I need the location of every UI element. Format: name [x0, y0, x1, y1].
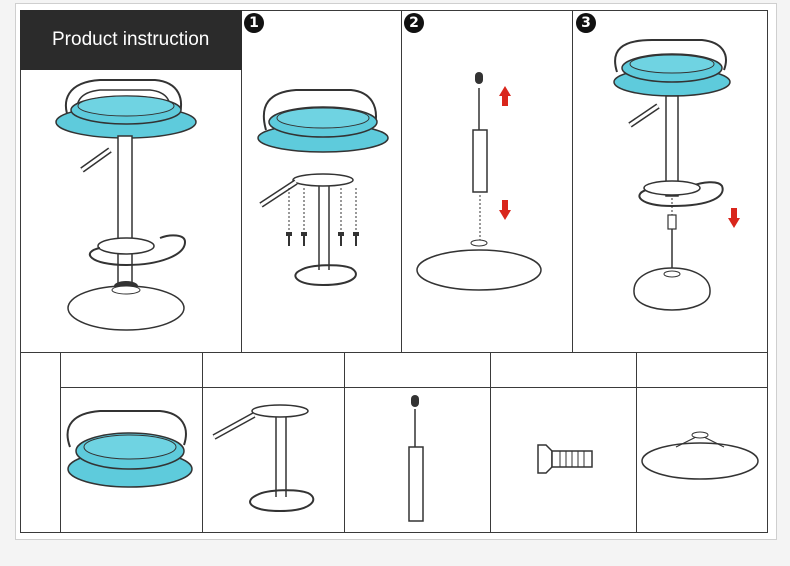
step-2-illustration [416, 72, 542, 291]
part-cell-4-header [490, 352, 637, 388]
step-1-illustration [257, 89, 389, 287]
part-cell-1-header [60, 352, 203, 388]
base-plate-icon [641, 431, 759, 480]
part-cell-3-header [344, 352, 491, 388]
step-number-1: 1 [244, 13, 264, 33]
step-number-2: 2 [404, 13, 424, 33]
step-3-illustration [613, 39, 740, 311]
step-number-3: 3 [576, 13, 596, 33]
seat-icon [66, 410, 193, 488]
part-cell-5-header [636, 352, 768, 388]
screw-icon [537, 444, 593, 474]
part-cell-2-header [202, 352, 345, 388]
seat-frame-icon [212, 404, 315, 513]
gas-cylinder-icon [408, 395, 424, 522]
page-title: Product instruction [20, 10, 242, 70]
assembled-stool-icon [55, 79, 197, 331]
parts-table-spacer [20, 352, 61, 533]
